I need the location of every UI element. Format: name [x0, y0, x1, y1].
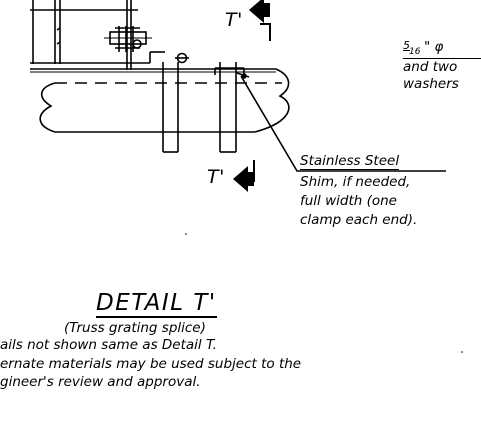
section-arrow-top	[249, 0, 271, 41]
section-label-bottom: T'	[207, 166, 225, 188]
shim-note-line1: Stainless Steel	[300, 153, 400, 170]
section-arrow-bottom	[233, 160, 255, 192]
clamp-bolt	[104, 26, 189, 64]
clamp-straps	[162, 62, 250, 153]
bolt-size-numerator: 5	[403, 39, 410, 52]
shim-leader	[240, 73, 446, 172]
detail-title: DETAIL T'	[96, 290, 217, 318]
bolt-note-line2: and two	[403, 59, 458, 75]
shim-note-line4: clamp each end).	[300, 212, 418, 228]
shim-note-line2: Shim, if needed,	[300, 174, 411, 190]
bolt-note-rule	[403, 58, 481, 59]
bolt-size-denominator: 16	[409, 47, 421, 57]
bolt-note-line3: washers	[403, 76, 459, 92]
detail-note-3: gineer's review and approval.	[0, 374, 201, 390]
detail-note-1: ails not shown same as Detail T.	[0, 337, 217, 353]
shim-note-line3: full width (one	[300, 193, 397, 209]
bolt-note-line1: " φ	[424, 39, 444, 55]
pipe-rail	[30, 68, 290, 133]
truss-frame	[30, 0, 165, 70]
detail-note-2: ernate materials may be used subject to …	[0, 356, 302, 372]
section-label-top: T'	[225, 9, 243, 31]
detail-subtitle: (Truss grating splice)	[64, 320, 206, 336]
